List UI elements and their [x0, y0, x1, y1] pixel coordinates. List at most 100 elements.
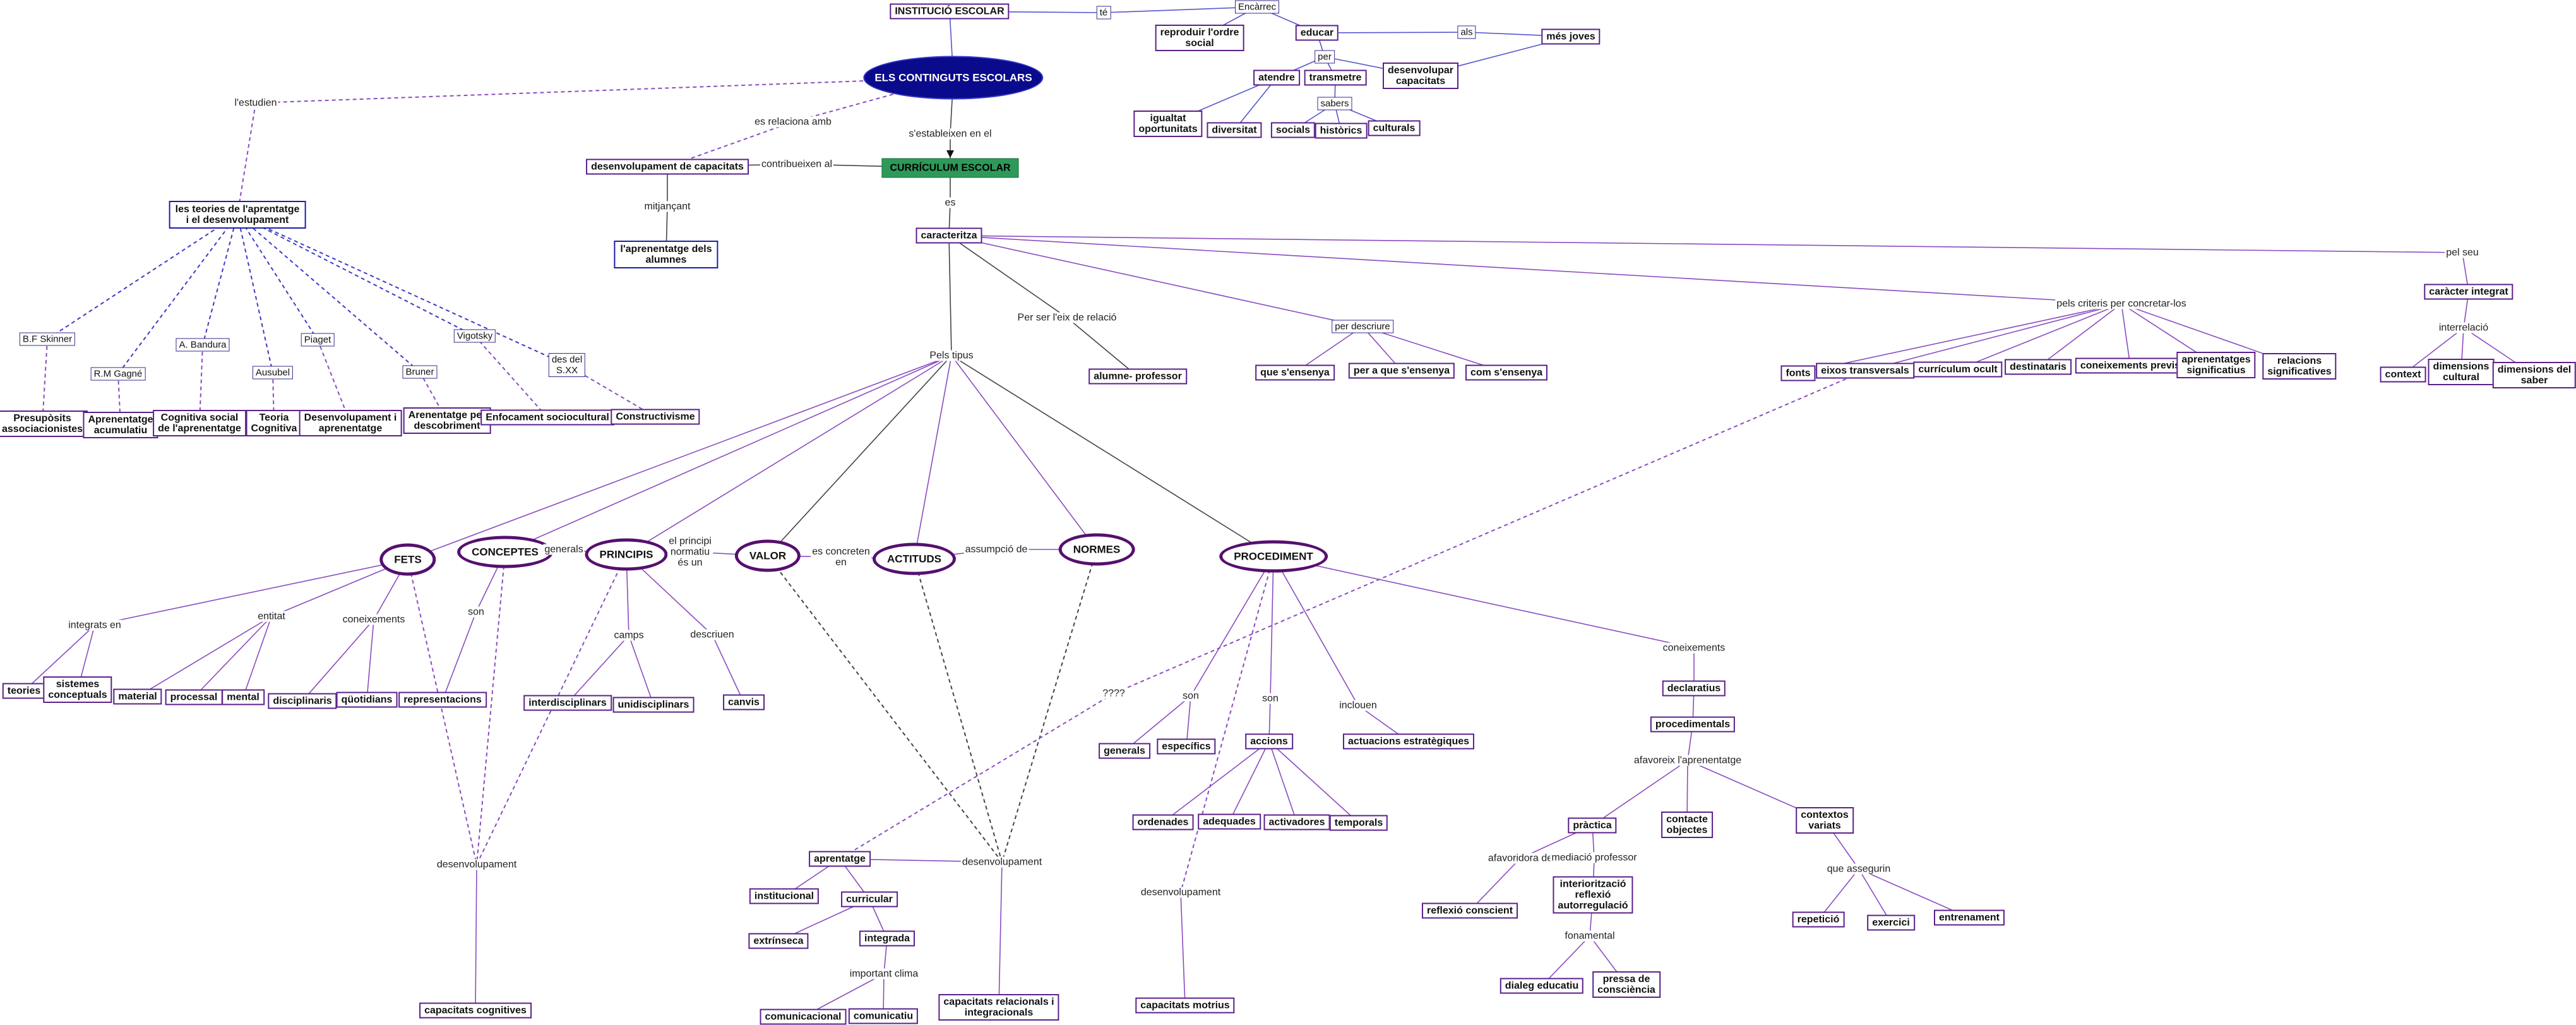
concept-node-educar: educar: [1295, 25, 1339, 41]
connector-piaget-to-desenvapren: [317, 339, 351, 424]
concept-node-fets: FETS: [379, 543, 436, 576]
connector-fets-to-desenv1: [407, 559, 477, 865]
connector-educar-to-als: [1316, 32, 1467, 33]
connector-teories-to-bruner: [237, 214, 420, 373]
link-label-son2: son: [1181, 690, 1200, 702]
link-label-es: es: [943, 197, 957, 208]
concept-node-especifics: específics: [1157, 738, 1216, 755]
connector-desenv1-to-capcog: [475, 864, 477, 1011]
connector-afavoreix-to-practica: [1592, 760, 1688, 826]
concept-node-teoriacog: Teoria Cognitiva: [246, 410, 302, 436]
concept-node-temporals: temporals: [1329, 815, 1388, 831]
concept-node-practica: pràctica: [1568, 817, 1617, 834]
link-label-desenv3: desenvolupament: [1139, 887, 1222, 898]
connector-entitat-to-processal: [193, 616, 272, 698]
connector-caracteritza-to-pelseu: [948, 235, 2463, 253]
concept-node-alumneprof: alumne- professor: [1088, 368, 1187, 385]
link-label-quatre: ????: [1101, 688, 1126, 699]
link-label-coneixements1: coneixements: [341, 614, 407, 625]
connector-procediment-to-son3: [1270, 556, 1274, 699]
concept-node-enfocament: Enfocament sociocultural: [480, 409, 614, 426]
connector-integrats-to-teories2: [23, 625, 95, 692]
link-label-mitjancant: mitjançant: [643, 201, 692, 212]
connector-queasseg-to-repeticio: [1818, 868, 1859, 920]
connector-accions-to-adequades: [1229, 741, 1270, 822]
concept-node-bandura: A. Bandura: [176, 338, 230, 352]
concept-node-actestrat: actuacions estratègiques: [1342, 733, 1475, 750]
connector-pertipus-to-valor: [767, 355, 952, 556]
concept-node-diversitat: diversitat: [1207, 122, 1262, 138]
concept-node-bruner: Bruner: [402, 365, 438, 379]
concept-node-historics: històrics: [1315, 123, 1368, 139]
connector-procediment-to-desenv3: [1180, 556, 1274, 893]
connector-son1-to-representacions: [442, 611, 477, 700]
concept-node-eixos: eixos transversals: [1816, 363, 1914, 379]
connector-caracteritza-to-eixrelacio: [948, 235, 1068, 318]
concept-node-repeticio: repetició: [1792, 911, 1845, 928]
link-label-pelseu: pel seu: [2445, 247, 2480, 258]
concept-node-dimsaber: dimensions del saber: [2492, 362, 2576, 388]
connector-te-to-encarrec: [1103, 6, 1258, 13]
link-label-interrelacio: interrelació: [2437, 322, 2490, 333]
concept-node-mental: mental: [222, 689, 265, 705]
concept-node-processal: processal: [165, 689, 223, 705]
connector-criteris-to-curocult: [1957, 303, 2122, 370]
link-label-inclouen: inclouen: [1338, 700, 1378, 711]
concept-node-cognsocial: Cognitiva social de l'aprenentatge: [153, 410, 246, 436]
connector-criteris-to-eixos: [1864, 303, 2122, 371]
concept-node-culturals: culturals: [1368, 120, 1421, 136]
concept-node-perdescriure: per descriure: [1332, 320, 1393, 333]
connector-desenv3-to-capmotrius: [1180, 892, 1186, 1006]
connector-coneixements1-to-quotidians: [366, 619, 374, 700]
connector-actituds-to-desenv2: [914, 558, 1003, 863]
concept-node-caracteritza: caracteritza: [915, 227, 982, 244]
connector-procediment-to-son2: [1190, 556, 1274, 697]
connector-entitat-to-mental: [242, 616, 272, 698]
connector-caracteritza-to-perdescriure: [948, 235, 1363, 327]
link-label-assumpcio: assumpció de: [963, 544, 1029, 555]
connector-accions-to-ordenades: [1162, 741, 1270, 823]
concept-node-caracter: caràcter integrat: [2424, 284, 2513, 300]
concept-node-reflexio: reflexió conscient: [1421, 902, 1518, 919]
concept-node-reproduir: reproduir l'ordre social: [1155, 25, 1244, 51]
concept-node-transmetre: transmetre: [1304, 69, 1367, 86]
concept-node-actituds: ACTITUDS: [873, 542, 956, 575]
concept-node-principis: PRINCIPIS: [585, 538, 668, 571]
connector-descriuen-to-canvis: [712, 634, 744, 703]
connector-afavoridora-to-reflexio: [1469, 858, 1521, 911]
concept-node-quotidians: qüotidians: [336, 692, 398, 708]
connector-conceptes-to-desenv1: [476, 551, 506, 865]
link-label-integrats: integrats en: [67, 620, 122, 631]
concept-node-canvis: canvis: [723, 694, 765, 710]
connector-pertipus-to-conceptes: [504, 355, 952, 553]
concept-node-disciplinaris: disciplinaris: [268, 693, 337, 709]
concept-node-queensenya: que s'ensenya: [1255, 364, 1335, 381]
link-label-mediacio: mediació professor: [1550, 852, 1638, 863]
connector-pertipus-to-normes: [951, 355, 1097, 550]
concept-node-capmotrius: capacitats motrius: [1135, 997, 1235, 1014]
connector-main-to-estudien: [255, 77, 954, 104]
connector-criteris-to-destinataris: [2037, 303, 2122, 368]
connector-normes-to-desenv2: [1001, 549, 1097, 863]
concept-node-sabers: sabers: [1317, 97, 1352, 111]
concept-node-peraque: per a que s'ensenya: [1348, 363, 1455, 379]
concept-node-desdel: des del S.XX: [548, 353, 586, 377]
link-label-desenv1: desenvolupament: [435, 859, 518, 870]
link-label-concreten: es concreten en: [811, 546, 871, 568]
concept-node-adequades: adequades: [1198, 813, 1261, 830]
concept-node-caprel: capacitats relacionals i integracionals: [938, 994, 1059, 1021]
concept-node-entrenament: entrenament: [1933, 909, 2005, 926]
connector-son2-to-especifics: [1186, 695, 1191, 747]
connector-entitat-to-material: [137, 616, 272, 697]
link-label-afavoridora: afavoridora de: [1486, 853, 1554, 864]
concept-node-encarrec: Encàrrec: [1234, 0, 1280, 14]
link-label-criteris: pels criteris per concretar-los: [2055, 298, 2188, 309]
concept-node-mesjoves: més joves: [1541, 28, 1601, 45]
connector-procediment-to-inclouen: [1273, 556, 1359, 706]
concept-node-contacte: contacte objectes: [1661, 812, 1713, 838]
connector-teories-to-desdel: [237, 214, 568, 366]
connector-pertipus-to-principis: [626, 355, 952, 555]
connector-queasseg-to-exercici: [1858, 868, 1892, 923]
